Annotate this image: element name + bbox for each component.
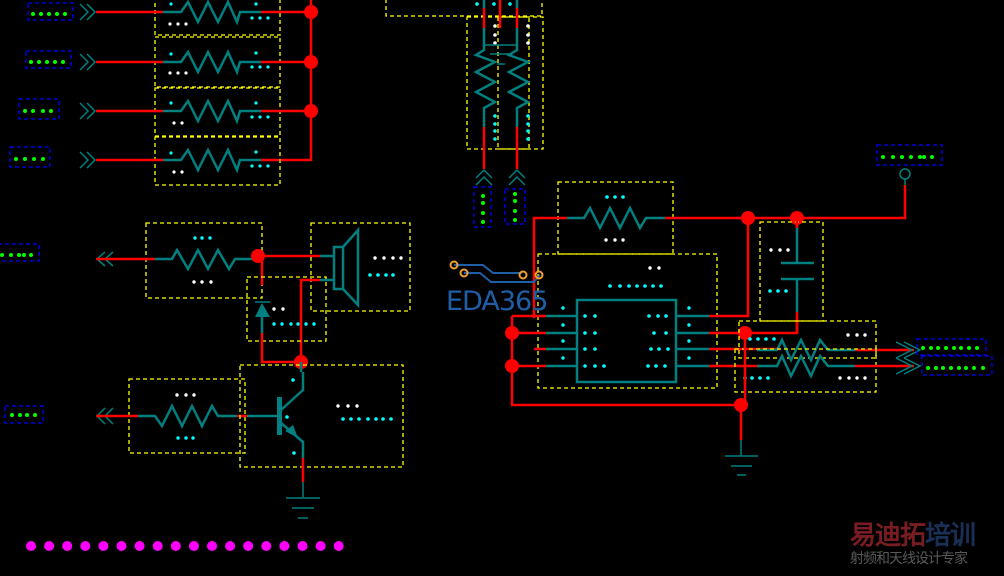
bus-marker-dot xyxy=(333,541,344,551)
watermark-brand-a: 易迪拓 xyxy=(850,521,926,551)
output-port-chevron-icon xyxy=(895,341,922,375)
bus-marker-dot xyxy=(134,541,145,551)
port-p10[interactable] xyxy=(916,338,987,356)
bus-marker-dot xyxy=(26,541,36,551)
port-p5[interactable] xyxy=(0,243,40,262)
resistor-r-out-1[interactable] xyxy=(738,320,914,363)
port-p2[interactable] xyxy=(25,50,97,71)
training-watermark: 易迪拓培训 射频和天线设计专家 xyxy=(850,522,1004,568)
ground-gnd-2 xyxy=(725,440,758,476)
eda365-trace-logo-icon xyxy=(449,260,544,283)
output-port-chevron-icon xyxy=(508,168,526,186)
resistor-r-top-3[interactable] xyxy=(96,87,311,137)
bus-marker-row xyxy=(26,541,344,551)
resistor-pair-vertical xyxy=(385,0,544,169)
bus-marker-dot xyxy=(225,541,236,551)
port-p4[interactable] xyxy=(9,146,97,169)
junction xyxy=(304,104,318,118)
resistor-r-base[interactable] xyxy=(96,378,247,454)
bus-marker-dot xyxy=(207,541,217,551)
bus-marker-dot xyxy=(188,541,199,551)
junction xyxy=(505,359,519,373)
junction xyxy=(734,398,748,412)
port-p6[interactable] xyxy=(4,405,44,424)
capacitor-c1[interactable] xyxy=(759,218,824,333)
junction xyxy=(505,326,519,340)
resistor-r-speaker[interactable] xyxy=(96,222,263,299)
resistor-r-top-1[interactable] xyxy=(96,0,311,36)
junction xyxy=(251,249,265,263)
bus-marker-dot xyxy=(297,541,308,551)
bus-marker-dot xyxy=(98,541,109,551)
diode-d1[interactable] xyxy=(246,276,327,342)
bus-marker-dot xyxy=(279,541,290,551)
bus-marker-dot xyxy=(62,541,73,551)
bus-marker-dot xyxy=(116,541,127,551)
input-port-chevron-icon xyxy=(79,102,97,120)
input-port-chevron-icon xyxy=(79,151,97,169)
input-port-chevron-icon xyxy=(79,53,97,71)
port-p8[interactable] xyxy=(504,168,526,225)
port-p11[interactable] xyxy=(921,355,993,376)
bus-marker-dot xyxy=(170,541,181,551)
watermark-brand-b: 培训 xyxy=(925,521,976,551)
port-p1[interactable] xyxy=(27,2,97,21)
port-p9[interactable] xyxy=(876,144,943,185)
output-port-chevron-icon xyxy=(475,168,493,186)
resistor-r-top-4[interactable] xyxy=(96,136,281,186)
bus-marker-dot xyxy=(44,541,55,551)
resistor-r-vert-2[interactable] xyxy=(497,0,544,169)
watermark-subtitle: 射频和天线设计专家 xyxy=(850,551,968,567)
port-p3[interactable] xyxy=(18,98,97,120)
ground-gnd-1 xyxy=(286,482,320,519)
bus-marker-dot xyxy=(315,541,326,551)
bus-marker-dot xyxy=(243,541,254,551)
bus-marker-dot xyxy=(152,541,163,551)
resistor-bank-top-left xyxy=(96,0,318,186)
power-port-circle-icon xyxy=(899,168,911,180)
input-port-chevron-icon xyxy=(79,3,97,21)
ic-u1[interactable] xyxy=(512,253,718,389)
junction xyxy=(304,55,318,69)
resistor-r-out-2[interactable] xyxy=(734,348,914,393)
port-p7[interactable] xyxy=(473,168,493,228)
speaker-ls1[interactable] xyxy=(310,222,411,312)
junction xyxy=(304,5,318,19)
transistor-q1[interactable] xyxy=(239,362,404,468)
resistor-r-ic-top[interactable] xyxy=(532,181,907,318)
resistor-r-top-2[interactable] xyxy=(96,36,311,88)
bus-marker-dot xyxy=(80,541,91,551)
eda365-watermark: EDA365 xyxy=(446,286,548,317)
watermark-brand: 易迪拓培训 xyxy=(850,522,1004,550)
bus-marker-dot xyxy=(261,541,272,551)
